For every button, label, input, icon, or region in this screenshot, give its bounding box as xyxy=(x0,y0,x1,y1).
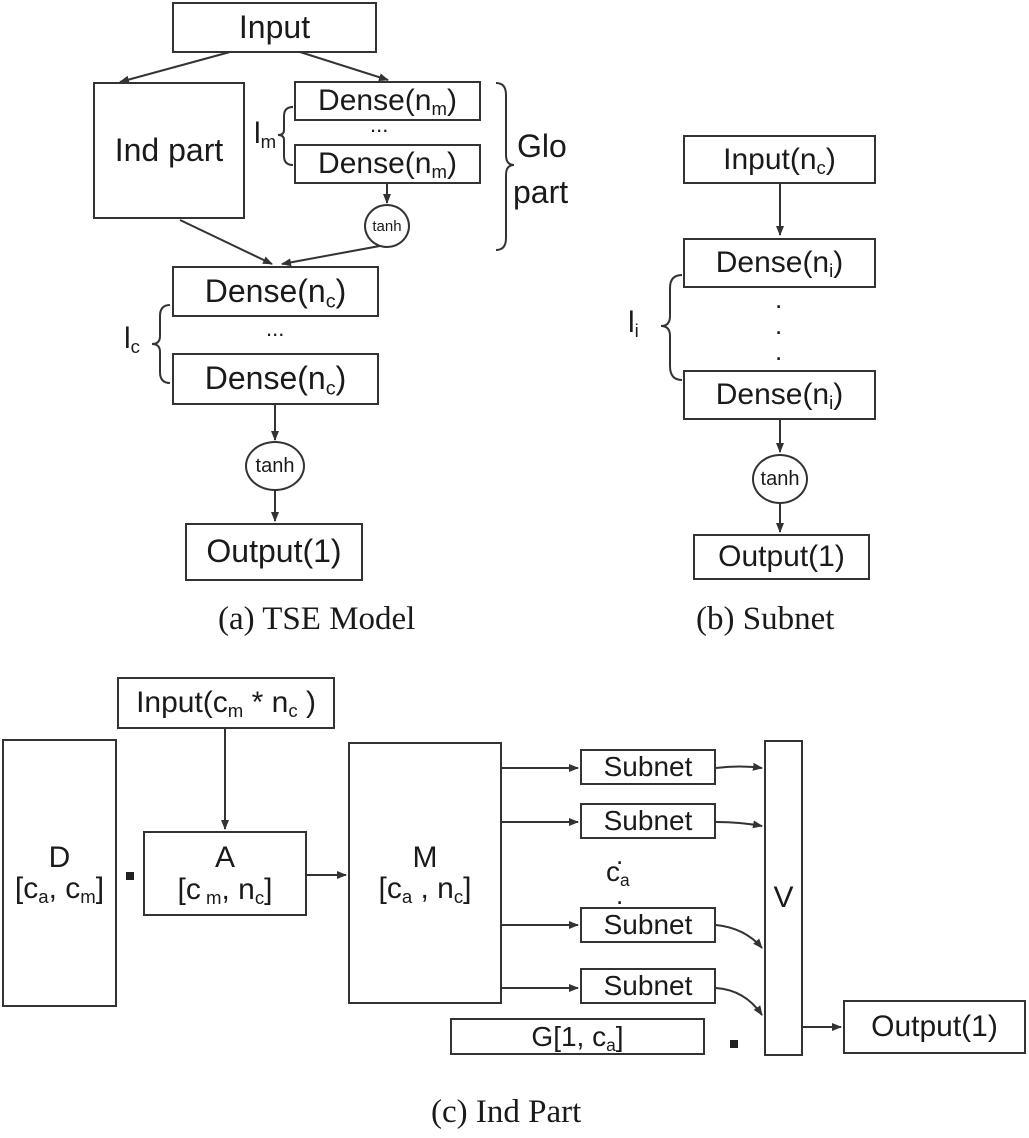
b-caption: (b) Subnet xyxy=(696,601,835,637)
c-output-label: Output(1) xyxy=(871,1010,998,1044)
a-ellipsis-c: ... xyxy=(266,316,285,341)
c-a-box: A [c m, nc] xyxy=(143,831,307,916)
c-m-box: M [ca , nc] xyxy=(348,742,502,1004)
b-vdot-3: . xyxy=(775,336,783,366)
a-lm-label: lm xyxy=(254,117,277,153)
b-input-label: Input(nc) xyxy=(723,142,836,178)
edge-subnet-4-to-v xyxy=(715,987,763,1016)
a-output-label: Output(1) xyxy=(206,533,342,570)
c-subnet-box-2: Subnet xyxy=(580,803,716,839)
a-caption: (a) TSE Model xyxy=(218,601,416,637)
c-ca-label: ca xyxy=(606,856,630,890)
c-vdot-1: . xyxy=(616,840,624,870)
b-output-label: Output(1) xyxy=(718,540,845,574)
c-g-label: G[1, ca] xyxy=(531,1020,624,1055)
a-glo-label-2: part xyxy=(513,174,569,210)
c-d-box: D [ca, cm] xyxy=(2,739,117,1007)
a-dense-m-label-2: Dense(nm) xyxy=(318,147,457,183)
brace-lc xyxy=(151,304,171,384)
a-dense-c-box-2: Dense(nc) xyxy=(172,353,379,405)
c-m-content: M [ca , nc] xyxy=(378,840,472,908)
brace-lm xyxy=(277,106,294,166)
a-dense-c-box-1: Dense(nc) xyxy=(172,266,379,317)
edge-input-to-ind xyxy=(119,51,231,84)
c-subnet-label-4: Subnet xyxy=(603,970,693,1002)
a-input-label: Input xyxy=(238,8,311,45)
brace-li xyxy=(660,274,683,381)
edge-subnet-1-to-v xyxy=(715,762,763,771)
b-li-label: li xyxy=(628,306,639,342)
a-glo-label-1: Glo xyxy=(517,128,567,164)
edge-tanh-to-dense-c xyxy=(281,244,386,267)
a-dense-c-label-1: Dense(nc) xyxy=(204,272,347,313)
b-dense-label-2: Dense(ni) xyxy=(715,378,844,414)
a-tanh-label: tanh xyxy=(255,454,295,477)
edge-ind-to-dense-c xyxy=(179,219,273,265)
a-ellipsis-m: ... xyxy=(370,112,389,137)
c-subnet-box-4: Subnet xyxy=(580,968,716,1004)
a-output-box: Output(1) xyxy=(185,523,363,581)
b-tanh: tanh xyxy=(752,454,808,504)
c-subnet-box-1: Subnet xyxy=(580,749,716,785)
c-v-label: V xyxy=(773,881,794,915)
c-d-content: D [ca, cm] xyxy=(14,840,105,908)
a-tanh: tanh xyxy=(245,441,305,491)
a-lc-label: lc xyxy=(124,322,140,358)
a-tanh-small-label: tanh xyxy=(372,217,402,235)
c-a-content: A [c m, nc] xyxy=(177,841,273,908)
c-a-label: A xyxy=(214,841,235,874)
a-input-box: Input xyxy=(172,2,377,53)
c-g-box: G[1, ca] xyxy=(450,1018,705,1055)
a-ind-part-label: Ind part xyxy=(114,131,224,168)
b-input-box: Input(nc) xyxy=(683,135,876,184)
c-subnet-box-3: Subnet xyxy=(580,907,716,943)
c-output-box: Output(1) xyxy=(843,1000,1026,1054)
c-dot-operator-1 xyxy=(126,872,134,880)
a-tanh-small: tanh xyxy=(364,204,410,248)
c-subnet-label-1: Subnet xyxy=(603,751,693,783)
c-dot-operator-2 xyxy=(730,1040,738,1048)
c-m-label: M xyxy=(412,840,438,874)
a-dense-m-box-2: Dense(nm) xyxy=(294,144,481,184)
b-dense-box-1: Dense(ni) xyxy=(683,238,876,288)
edge-subnet-2-to-v xyxy=(715,820,763,829)
a-ind-part-box: Ind part xyxy=(93,82,245,219)
a-dense-m-box-1: Dense(nm) xyxy=(294,81,481,121)
c-m-dims: [ca , nc] xyxy=(378,872,472,908)
c-v-box: V xyxy=(764,740,803,1056)
c-input-label: Input(cm * nc ) xyxy=(136,686,316,722)
c-d-dims: [ca, cm] xyxy=(14,872,105,908)
c-d-label: D xyxy=(48,840,71,874)
a-dense-m-label-1: Dense(nm) xyxy=(318,84,457,120)
edge-input-to-glo xyxy=(299,51,389,82)
c-subnet-label-3: Subnet xyxy=(603,909,693,941)
c-vdot-2: . xyxy=(616,880,624,910)
c-input-box: Input(cm * nc ) xyxy=(117,677,335,729)
b-tanh-label: tanh xyxy=(760,467,800,490)
b-output-box: Output(1) xyxy=(693,534,870,580)
b-dense-box-2: Dense(ni) xyxy=(683,370,876,420)
brace-glo xyxy=(495,82,515,251)
c-a-dims: [c m, nc] xyxy=(177,872,273,908)
c-caption: (c) Ind Part xyxy=(431,1094,582,1130)
a-dense-c-label-2: Dense(nc) xyxy=(204,360,347,400)
b-dense-label-1: Dense(ni) xyxy=(715,246,844,282)
edge-subnet-3-to-v xyxy=(715,924,763,949)
c-subnet-label-2: Subnet xyxy=(603,805,693,837)
b-vdot-2: . xyxy=(775,310,783,340)
b-vdot-1: . xyxy=(775,284,783,314)
